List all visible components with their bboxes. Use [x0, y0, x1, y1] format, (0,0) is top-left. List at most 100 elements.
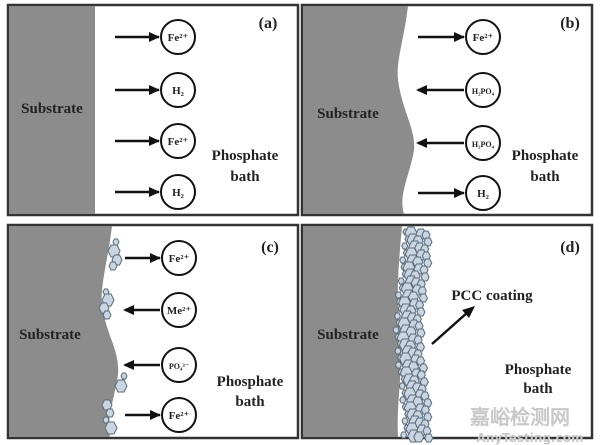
ion-3: Fe²⁺ — [125, 397, 197, 433]
phosphate-crystal — [102, 310, 112, 320]
ion-label: Fe²⁺ — [473, 32, 494, 44]
ion-circle — [161, 347, 197, 383]
phosphate-crystal — [413, 431, 425, 443]
arrowhead — [150, 253, 161, 263]
ion-2: Fe²⁺ — [115, 123, 196, 159]
panel-a: Substrate (a) Phosphate bath Fe²⁺H₂Fe²⁺H… — [6, 3, 300, 217]
watermark-cn: 嘉峪检测网 — [469, 405, 570, 429]
phosphate-crystal — [420, 405, 430, 415]
ion-label: H₂PO₄ — [472, 140, 495, 149]
arrowhead — [149, 32, 160, 42]
substrate-region — [9, 226, 119, 437]
phosphate-crystal — [414, 321, 424, 331]
arrowhead — [454, 32, 465, 42]
phosphate-crystal — [394, 291, 402, 299]
panel-label: (a) — [259, 15, 278, 32]
coating-pointer-arrowhead — [462, 306, 475, 318]
phosphate-crystal — [393, 312, 401, 320]
ion-label: Fe²⁺ — [169, 253, 190, 265]
phosphate-crystal — [416, 356, 426, 366]
ion-label: Fe²⁺ — [169, 410, 190, 422]
ion-circle — [465, 175, 501, 211]
ion-1: H₂PO₄ — [416, 72, 501, 108]
ion-label: Fe²⁺ — [168, 136, 189, 148]
panel-c: Substrate (c) Phosphate bath Fe²⁺Me²⁺PO₄… — [6, 223, 300, 440]
panel-label: (b) — [560, 15, 580, 32]
phosphate-crystal — [114, 379, 128, 393]
phosphate-crystal — [394, 361, 403, 369]
ion-label: Fe²⁺ — [168, 32, 189, 44]
coating-label: PCC coating — [451, 288, 533, 304]
phosphate-crystal — [394, 347, 402, 355]
phosphate-crystal — [400, 431, 408, 439]
phosphate-crystal — [399, 256, 407, 264]
bath-label-line2: bath — [235, 394, 265, 410]
phosphate-crystal — [419, 265, 429, 275]
panel-label: (d) — [560, 239, 580, 256]
substrate-label: Substrate — [317, 327, 379, 343]
phosphate-crystal — [417, 286, 427, 296]
bath-label-line2: bath — [523, 381, 553, 397]
ion-circle — [160, 123, 196, 159]
ion-2: PO₄³⁻ — [123, 347, 197, 383]
substrate-region — [9, 6, 95, 214]
bath-label-line1: Phosphate — [505, 362, 572, 378]
phosphate-crystal — [416, 370, 426, 380]
ion-0: Fe²⁺ — [115, 19, 196, 55]
bath-label-line2: bath — [230, 169, 260, 185]
ion-2: H₂PO₄ — [416, 125, 501, 161]
phosphate-crystal — [397, 277, 405, 285]
ion-label: H₂PO₄ — [472, 87, 495, 96]
ion-circle — [465, 19, 501, 55]
substrate-region — [303, 226, 402, 437]
ion-circle — [161, 292, 197, 328]
phosphate-crystal — [108, 261, 118, 271]
ion-3: H₂ — [115, 174, 196, 210]
phosphate-crystal — [401, 242, 409, 250]
phosphate-crystal — [120, 372, 128, 380]
phosphate-crystal — [399, 396, 407, 404]
phosphate-crystal — [392, 326, 400, 334]
ion-label: PO₄³⁻ — [169, 362, 189, 371]
ion-label: H₂ — [477, 188, 490, 200]
panel-d: Substrate (d) PCC coating Phosphate bath — [300, 223, 594, 443]
phosphate-crystal — [105, 408, 115, 418]
phosphate-crystal — [101, 399, 113, 411]
arrowhead — [454, 188, 465, 198]
phosphate-crystal — [424, 433, 434, 443]
ion-circle — [161, 397, 197, 433]
phosphate-crystal — [104, 421, 118, 435]
phosphate-crystal — [421, 230, 431, 240]
phosphate-crystal — [112, 238, 120, 246]
ion-circle — [160, 19, 196, 55]
ion-circle — [160, 72, 196, 108]
panel-b: Substrate (b) Phosphate bath Fe²⁺ H₂PO₄ H₂… — [300, 3, 594, 217]
arrowhead — [149, 187, 160, 197]
ion-label: H₂ — [172, 85, 185, 97]
arrowhead — [123, 305, 134, 315]
ion-0: Fe²⁺ — [418, 19, 501, 55]
phosphate-crystal — [107, 244, 121, 258]
arrowhead — [416, 85, 427, 95]
substrate-label: Substrate — [317, 106, 379, 122]
ion-circle — [160, 174, 196, 210]
ion-circle — [161, 240, 197, 276]
arrowhead — [149, 85, 160, 95]
phosphate-crystal — [420, 391, 430, 401]
arrowhead — [149, 136, 160, 146]
arrowhead — [150, 410, 161, 420]
phosphate-crystal — [102, 416, 110, 424]
ion-label: H₂ — [172, 187, 185, 199]
watermark-en: AnyTesting.com — [477, 431, 584, 445]
bath-label-line2: bath — [530, 169, 560, 185]
ion-3: H₂ — [418, 175, 501, 211]
ion-label: Me²⁺ — [167, 305, 192, 317]
substrate-label: Substrate — [19, 327, 81, 343]
substrate-region — [303, 6, 415, 214]
ion-1: Me²⁺ — [123, 292, 197, 328]
ion-0: Fe²⁺ — [125, 240, 197, 276]
arrowhead — [123, 360, 134, 370]
ion-circle — [465, 72, 501, 108]
bath-label-line1: Phosphate — [512, 148, 579, 164]
